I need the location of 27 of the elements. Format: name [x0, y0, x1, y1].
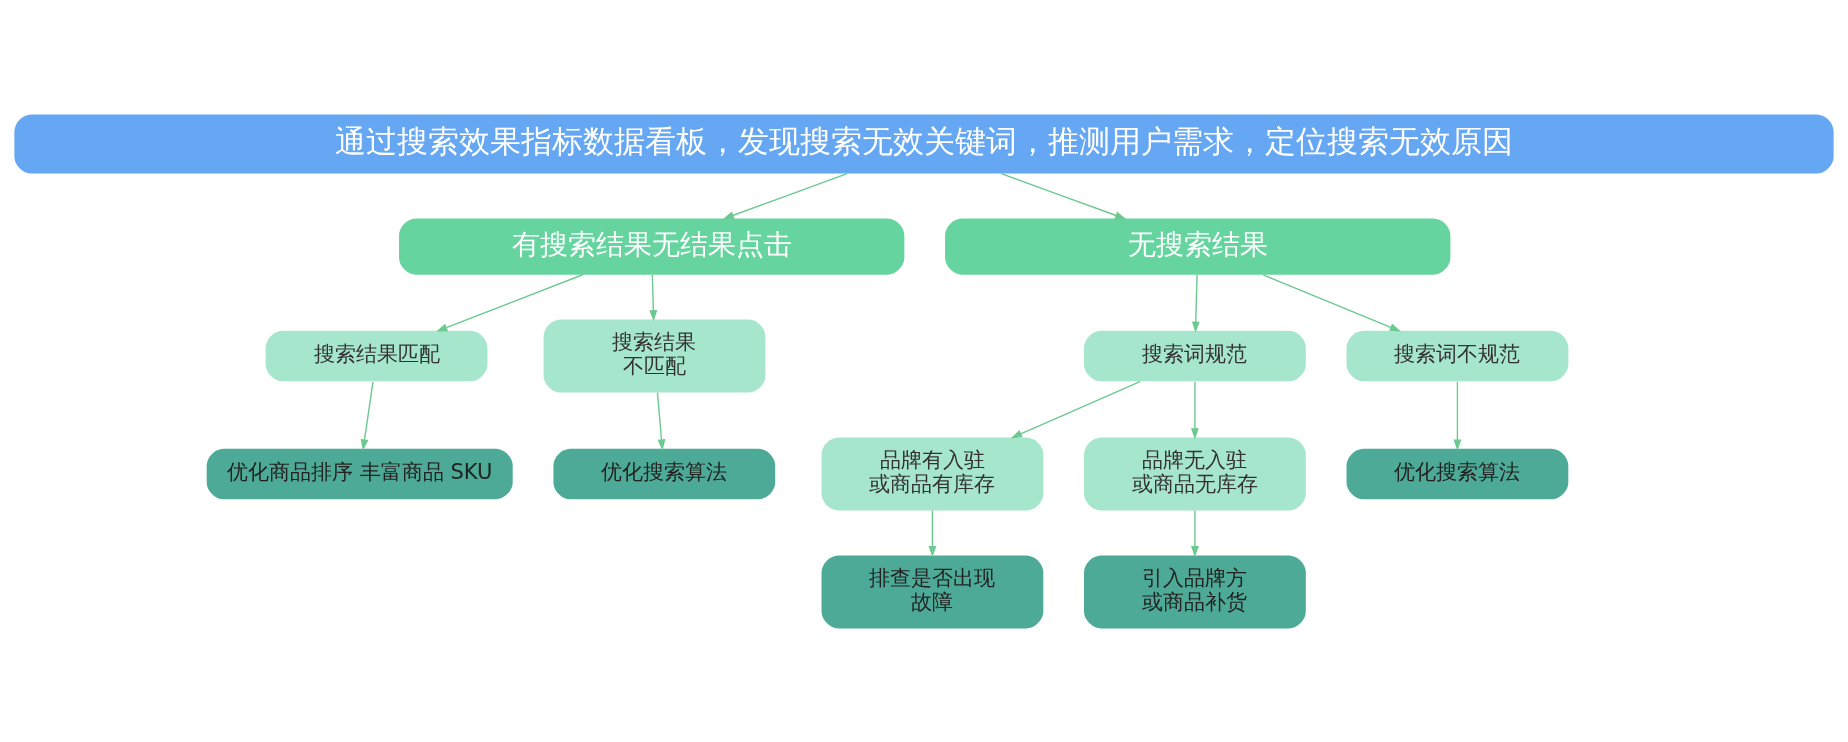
- node-box: 优化搜索算法: [553, 448, 776, 499]
- node-box: 引入品牌方或商品补货: [1084, 554, 1306, 628]
- arrow: [1010, 380, 1141, 438]
- arrow: [1191, 380, 1199, 439]
- node-box: 无搜索结果: [945, 218, 1451, 275]
- arrow: [656, 391, 666, 451]
- arrow: [1000, 172, 1127, 219]
- node-box: 搜索词不规范: [1346, 330, 1569, 381]
- arrow: [1191, 273, 1200, 333]
- node-box: 通过搜索效果指标数据看板，发现搜索无效关键词，推测用户需求，定位搜索无效原因: [14, 114, 1834, 174]
- arrow: [1453, 380, 1462, 451]
- node-box: 排查是否出现故障: [821, 554, 1044, 628]
- arrow: [436, 273, 584, 332]
- arrow: [928, 509, 937, 557]
- arrow: [722, 172, 848, 219]
- arrow: [360, 380, 374, 451]
- arrow: [1262, 273, 1401, 331]
- arrow: [1191, 509, 1199, 557]
- node-box: 品牌有入驻或商品有库存: [821, 437, 1044, 510]
- node-box: 优化商品排序 丰富商品 SKU: [206, 448, 513, 499]
- node-box: 优化搜索算法: [1346, 448, 1569, 499]
- arrow: [649, 273, 658, 321]
- node-box: 搜索词规范: [1084, 330, 1306, 381]
- node-box: 品牌无入驻或商品无库存: [1084, 437, 1306, 510]
- node-box: 有搜索结果无结果点击: [399, 218, 905, 275]
- node-box: 搜索结果不匹配: [543, 319, 766, 393]
- node-box: 搜索结果匹配: [265, 330, 488, 381]
